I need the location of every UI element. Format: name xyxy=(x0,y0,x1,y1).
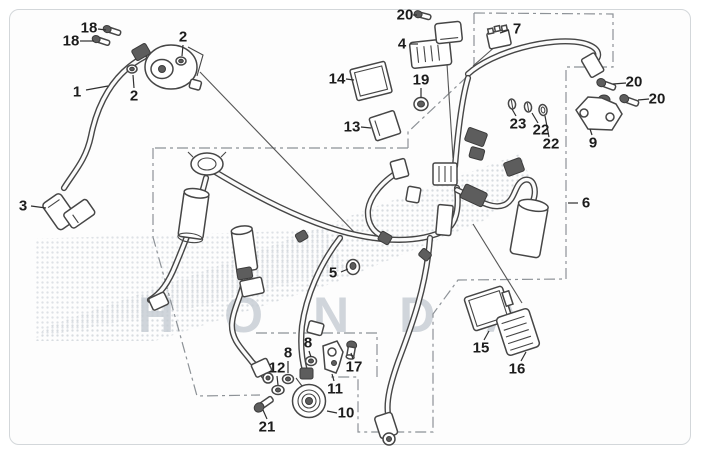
part-callout-2b[interactable]: 2 xyxy=(129,87,139,105)
part-leader-20b xyxy=(612,82,627,85)
part-leader-9 xyxy=(589,128,593,136)
cable-terminal xyxy=(131,43,151,61)
nut-19 xyxy=(413,96,429,112)
relay-4 xyxy=(408,20,463,69)
region-boundaries xyxy=(152,12,614,433)
part-callout-4[interactable]: 4 xyxy=(397,35,407,53)
part-leader-16 xyxy=(520,351,527,362)
part-callout-20c[interactable]: 20 xyxy=(648,90,666,108)
part-leader-18a xyxy=(97,28,107,31)
part-callout-3[interactable]: 3 xyxy=(18,197,28,215)
box-14 xyxy=(349,60,393,102)
rubber-boot-right xyxy=(509,198,549,259)
part-callout-20b[interactable]: 20 xyxy=(625,73,643,91)
part-callout-20a[interactable]: 20 xyxy=(396,6,414,24)
part-callout-11[interactable]: 11 xyxy=(327,380,343,398)
part-callout-9[interactable]: 9 xyxy=(588,134,598,152)
bracket-9 xyxy=(575,94,623,131)
ignition-coil-assembly xyxy=(60,43,204,192)
clips-22-23 xyxy=(507,98,548,117)
part-callout-17[interactable]: 17 xyxy=(345,358,363,376)
part-leader-15 xyxy=(483,330,490,341)
part-callout-21[interactable]: 21 xyxy=(258,418,276,436)
part-callout-2a[interactable]: 2 xyxy=(178,28,188,46)
part-leader-8a xyxy=(308,350,312,358)
rubber-boot-left xyxy=(177,187,210,244)
part-leader-11 xyxy=(331,373,335,382)
rubber-boot-mid xyxy=(230,225,259,273)
harness-connectors xyxy=(148,52,605,446)
part-leader-5 xyxy=(340,268,349,273)
part-callout-22a[interactable]: 22 xyxy=(532,121,550,139)
spark-plug-cap xyxy=(42,193,96,231)
part-leader-7 xyxy=(499,29,510,34)
bolts-20 xyxy=(413,10,640,107)
part-leader-17 xyxy=(350,352,354,360)
fusebox-16 xyxy=(495,308,541,356)
top-wire-connector xyxy=(580,52,605,79)
part-callout-10[interactable]: 10 xyxy=(337,404,355,422)
part-callout-12[interactable]: 12 xyxy=(268,359,286,377)
part-leader-10 xyxy=(326,410,338,414)
nuts-8-washer-12 xyxy=(271,355,318,396)
bolt-17 xyxy=(345,340,358,360)
part-callout-8b[interactable]: 8 xyxy=(283,344,293,362)
part-callout-5[interactable]: 5 xyxy=(328,264,338,282)
part-leader-2b xyxy=(132,74,135,89)
part-callout-22b[interactable]: 22 xyxy=(542,135,560,153)
part-callout-6[interactable]: 6 xyxy=(581,194,591,212)
round-connector-cap xyxy=(190,152,224,176)
part-leader-22b xyxy=(544,115,550,138)
bolts-18 xyxy=(91,25,122,47)
part-leader-13 xyxy=(360,126,372,129)
bolt-21 xyxy=(253,395,274,413)
honda-watermark-text: HONDA xyxy=(138,287,572,343)
part-leader-12 xyxy=(276,375,279,386)
part-leader-22a xyxy=(531,112,539,124)
part-leader-2a xyxy=(181,44,184,57)
clamp-5 xyxy=(345,258,361,276)
part-callout-18b[interactable]: 18 xyxy=(62,32,80,50)
part-leader-20c xyxy=(637,98,650,101)
part-leader-23 xyxy=(511,108,517,117)
part-callout-1[interactable]: 1 xyxy=(72,83,82,101)
part-leader-3 xyxy=(30,205,47,209)
part-callout-23[interactable]: 23 xyxy=(509,115,527,133)
bracket-11 xyxy=(322,340,344,374)
connector-7 xyxy=(486,24,512,50)
part-callout-15[interactable]: 15 xyxy=(472,339,490,357)
part-leader-1 xyxy=(85,85,109,91)
bolts-2 xyxy=(126,56,187,74)
part-callout-16[interactable]: 16 xyxy=(508,360,526,378)
part-callout-14[interactable]: 14 xyxy=(328,70,346,88)
horn-10 xyxy=(291,377,327,419)
part-callout-19[interactable]: 19 xyxy=(412,71,430,89)
part-callout-13[interactable]: 13 xyxy=(343,118,361,136)
part-leader-21 xyxy=(262,409,268,420)
box-13 xyxy=(368,110,402,142)
part-leader-14 xyxy=(345,78,355,81)
part-callout-7[interactable]: 7 xyxy=(512,20,522,38)
part-callout-18a[interactable]: 18 xyxy=(80,19,98,37)
part-callout-8a[interactable]: 8 xyxy=(303,334,313,352)
